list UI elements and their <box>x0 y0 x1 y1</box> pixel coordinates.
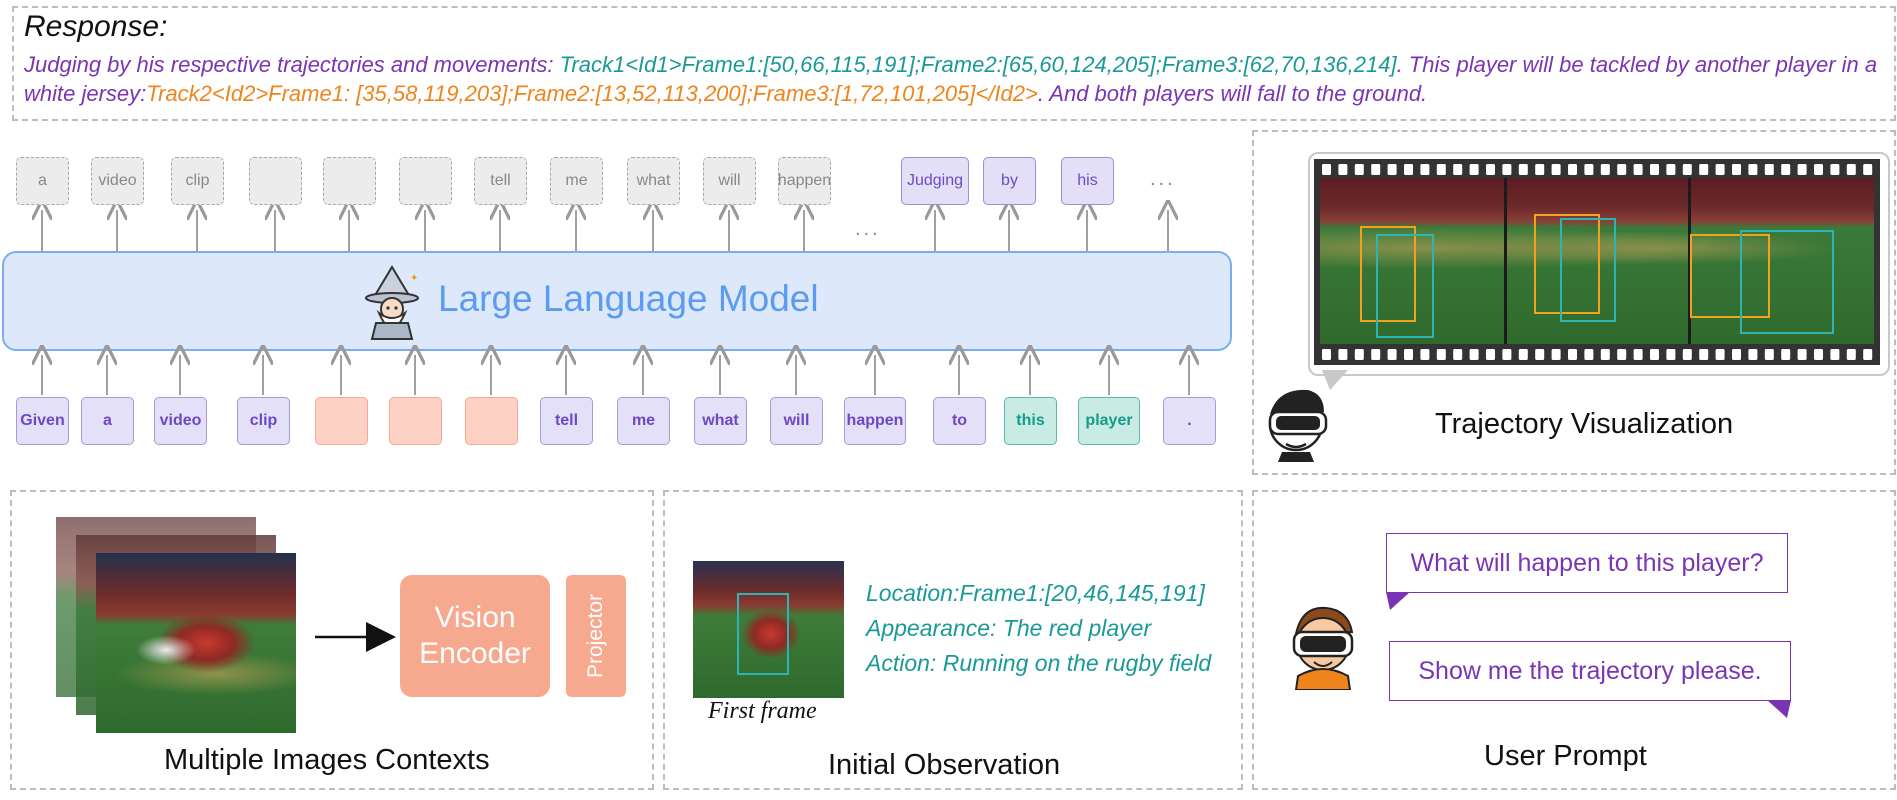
vr-headset-icon <box>1268 389 1328 462</box>
output-token: what <box>627 157 680 205</box>
output-token: tell <box>474 157 527 205</box>
response-track1: Track1<Id1>Frame1:[50,66,115,191];Frame2… <box>559 52 1397 77</box>
response-panel <box>12 6 1896 121</box>
image-token <box>465 397 518 445</box>
projector: Projector <box>566 575 626 697</box>
response-end: . And both players will fall to the grou… <box>1037 81 1428 106</box>
output-token-generated: Judging <box>901 157 969 205</box>
input-token: player <box>1078 397 1140 445</box>
contexts-panel <box>10 490 654 790</box>
caption-user: User Prompt <box>1484 740 1647 772</box>
speech-tail <box>1322 370 1348 390</box>
input-token: Given <box>16 397 69 445</box>
trajectory-panel <box>1252 130 1896 475</box>
obs-appearance: Appearance: The red player <box>866 615 1152 641</box>
output-token: me <box>550 157 603 205</box>
output-token: video <box>91 157 144 205</box>
vision-encoder: Vision Encoder <box>400 575 550 697</box>
input-token: me <box>617 397 670 445</box>
caption-contexts: Multiple Images Contexts <box>164 744 490 776</box>
response-title: Response: <box>24 10 168 43</box>
prompt-bubble-2: Show me the trajectory please. <box>1389 641 1791 701</box>
input-token: a <box>81 397 134 445</box>
output-ellipsis-1: ... <box>855 218 881 240</box>
first-frame-caption: First frame <box>708 698 817 724</box>
response-track2: Track2<Id2>Frame1: [35,58,119,203];Frame… <box>146 81 1038 106</box>
svg-text:✦: ✦ <box>410 273 418 284</box>
obs-location: Location:Frame1:[20,46,145,191] <box>866 580 1205 606</box>
output-token: happen <box>778 157 831 205</box>
input-token: to <box>933 397 986 445</box>
caption-initial: Initial Observation <box>828 749 1061 781</box>
output-token-generated: by <box>983 157 1036 205</box>
output-token: a <box>16 157 69 205</box>
output-token-generated: his <box>1061 157 1114 205</box>
output-token: clip <box>171 157 224 205</box>
projector-label: Projector <box>584 593 607 679</box>
input-token: clip <box>237 397 290 445</box>
initial-panel <box>663 490 1243 790</box>
wizard-icon: ✦ <box>365 265 419 340</box>
response-intro: Judging by his respective trajectories a… <box>24 52 560 77</box>
prompt-bubble-1: What will happen to this player? <box>1386 533 1788 593</box>
response-mid: . This player will be tackled by another… <box>24 52 1878 106</box>
output-token <box>399 157 452 205</box>
caption-trajectory: Trajectory Visualization <box>1435 408 1734 440</box>
user-panel <box>1252 490 1896 790</box>
obs-action: Action: Running on the rugby field <box>866 650 1212 676</box>
image-token <box>315 397 368 445</box>
user-avatar-icon <box>1292 606 1354 690</box>
output-ellipsis-2: ... <box>1150 168 1176 190</box>
input-token: video <box>154 397 207 445</box>
input-token: happen <box>844 397 906 445</box>
image-token <box>389 397 442 445</box>
input-token: will <box>770 397 823 445</box>
input-token: what <box>694 397 747 445</box>
output-token: will <box>703 157 756 205</box>
output-token <box>323 157 376 205</box>
llm-label: Large Language Model <box>438 278 819 319</box>
output-token <box>249 157 302 205</box>
film-perforations <box>1322 164 1873 360</box>
prompt-tail-2 <box>1767 700 1791 718</box>
response-text: Judging by his respective trajectories a… <box>24 50 1892 108</box>
trajectory-frames <box>1320 178 1874 344</box>
first-frame-image <box>693 561 844 698</box>
prompt-tail-1 <box>1386 592 1410 610</box>
llm-block <box>2 251 1232 351</box>
input-token: this <box>1004 397 1057 445</box>
input-token: . <box>1163 397 1216 445</box>
image-stack-front <box>96 553 296 733</box>
input-token: tell <box>540 397 593 445</box>
